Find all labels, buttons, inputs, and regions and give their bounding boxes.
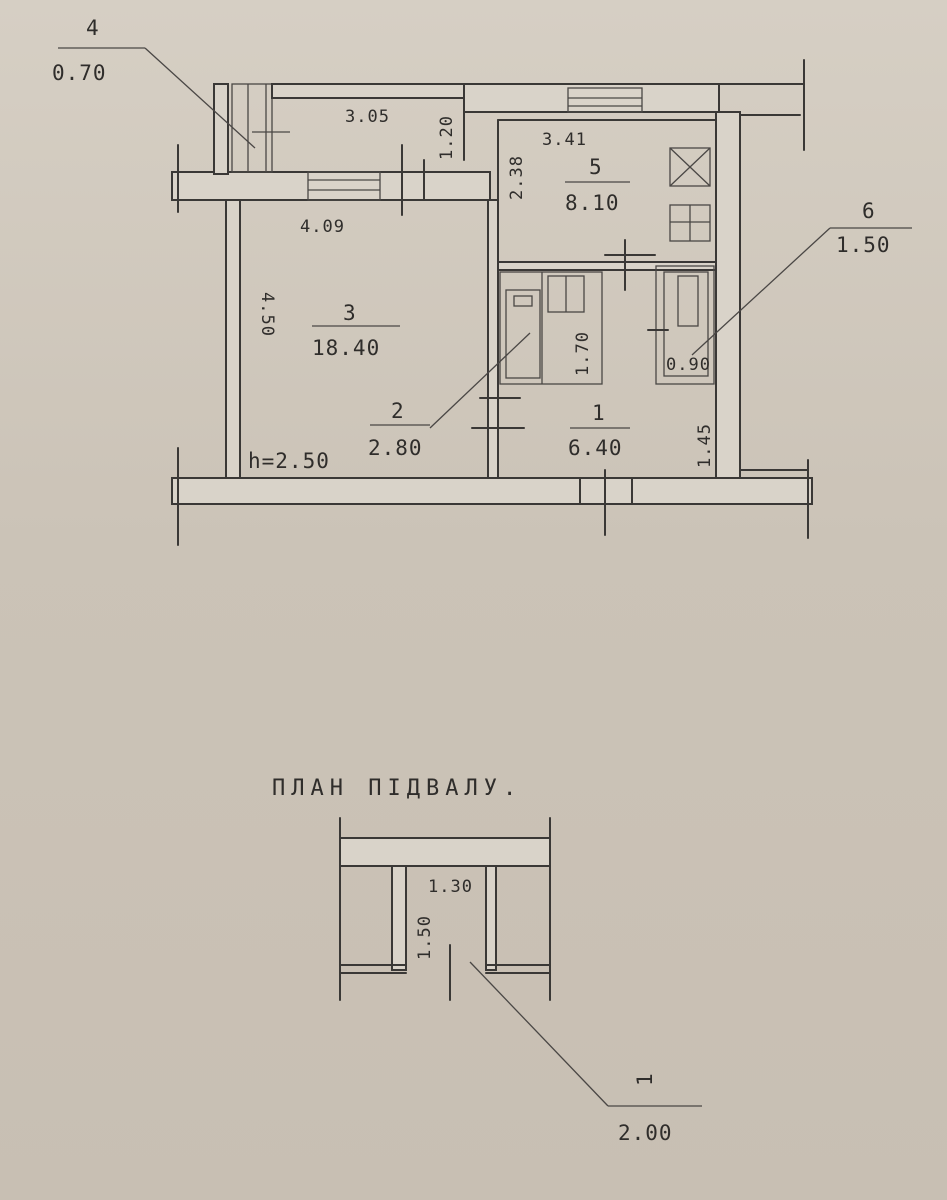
room-5-area: 8.10 — [565, 191, 620, 215]
bath-width: 1.70 — [573, 331, 593, 376]
hall-width: 1.45 — [695, 423, 715, 468]
basement-height: 1.50 — [415, 915, 435, 960]
room-2-area: 2.80 — [368, 436, 423, 460]
basement-title: ПЛАН ПІДВАЛУ. — [272, 776, 522, 801]
balcony-width: 1.20 — [437, 115, 457, 160]
room-4-area: 0.70 — [52, 61, 107, 85]
basement-wall-top — [339, 837, 551, 867]
wall-right — [715, 111, 741, 479]
leader-2 — [429, 332, 531, 429]
wall-partition — [487, 199, 499, 479]
toilet-inner — [663, 271, 709, 377]
room-1-area: 6.40 — [568, 436, 623, 460]
leader-4 — [144, 47, 256, 149]
room-3-area: 18.40 — [312, 336, 380, 360]
kitchen-bottom-wall — [497, 261, 717, 271]
kitchen-length: 3.41 — [542, 130, 587, 150]
room-3-number: 3 — [343, 301, 357, 325]
wall-balcony-top — [271, 83, 465, 99]
window-kitchen — [567, 87, 643, 113]
room-4-number: 4 — [86, 16, 100, 40]
toilet-room — [655, 265, 715, 385]
balcony-length: 3.05 — [345, 107, 390, 127]
room-3-length: 4.09 — [300, 217, 345, 237]
room-3-width: 4.50 — [257, 292, 277, 337]
ceiling-height: h=2.50 — [248, 449, 330, 473]
basement-width: 1.30 — [428, 877, 473, 897]
wall-bottom — [171, 477, 813, 505]
leader-6 — [691, 227, 831, 356]
loggia-cell — [231, 83, 273, 173]
basement-room-area: 2.00 — [618, 1121, 673, 1145]
room-6-area: 1.50 — [836, 233, 891, 257]
bathroom — [499, 271, 603, 385]
window — [307, 171, 381, 201]
basement-wall-right — [485, 865, 497, 971]
toilet-fixture — [677, 275, 699, 327]
apartment-plan: 4 0.70 3.05 1.20 3.41 5 8.10 2.38 4.09 4… — [52, 16, 912, 546]
bathtub — [505, 289, 541, 379]
wall-left — [225, 199, 241, 479]
basement-leader — [469, 961, 609, 1107]
stove-cross — [669, 147, 711, 187]
basement-plan: ПЛАН ПІДВАЛУ. 1.30 1.50 1 2.00 — [272, 776, 702, 1145]
wall-balcony — [171, 171, 491, 201]
bathtub-drain — [513, 295, 533, 307]
stove — [669, 147, 711, 187]
kitchen-width: 2.38 — [507, 155, 527, 200]
wall-loggia — [213, 83, 229, 175]
room-5-number: 5 — [589, 155, 603, 179]
room-6-number: 6 — [862, 199, 876, 223]
room-1-number: 1 — [592, 401, 606, 425]
basement-wall-left — [391, 865, 407, 971]
toilet-width: 0.90 — [666, 355, 711, 375]
room-2-number: 2 — [391, 399, 405, 423]
basement-room-number: 1 — [633, 1072, 657, 1086]
